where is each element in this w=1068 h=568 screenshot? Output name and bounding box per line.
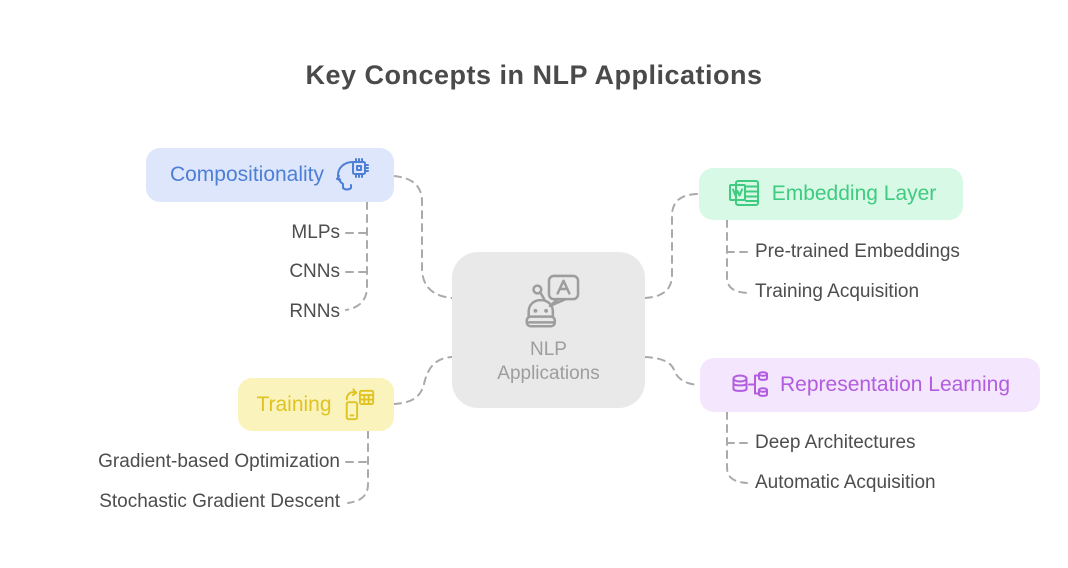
connector-training-center	[393, 356, 453, 405]
node-compositionality: Compositionality	[146, 148, 394, 202]
node-training: Training	[238, 378, 394, 431]
connector-embedding-children	[726, 219, 748, 294]
child-item-stochastic-gradient-descent: Stochastic Gradient Descent	[99, 491, 340, 512]
device-sync-icon	[342, 387, 376, 422]
child-item-rnns: RNNs	[289, 301, 340, 322]
connector-compositionality-children	[345, 201, 368, 311]
child-item-deep-architectures: Deep Architectures	[755, 432, 916, 453]
node-label-nlp-applications: NLP Applications	[497, 339, 600, 384]
node-embedding-layer: Embedding Layer	[699, 168, 963, 220]
head-chip-icon	[334, 157, 370, 193]
child-item-training-acquisition: Training Acquisition	[755, 281, 920, 302]
node-label-representation-learning: Representation Learning	[780, 373, 1010, 396]
node-nlp-applications: NLP Applications	[452, 252, 645, 408]
connector-representation-children	[726, 411, 748, 484]
child-item-mlps: MLPs	[291, 222, 340, 243]
node-label-training: Training	[256, 392, 332, 416]
connector-training-children	[347, 430, 369, 504]
diagram-title: Key Concepts in NLP Applications	[305, 60, 763, 90]
database-flow-icon	[730, 368, 770, 402]
node-label-embedding-layer: Embedding Layer	[771, 182, 937, 205]
connector-center-embedding	[644, 193, 700, 299]
connector-center-representation	[644, 356, 700, 386]
child-item-gradient-based-optimization: Gradient-based Optimization	[98, 451, 340, 472]
child-item-pretrained-embeddings: Pre-trained Embeddings	[755, 241, 960, 262]
node-representation-learning: Representation Learning	[700, 358, 1040, 412]
child-item-cnns: CNNs	[289, 261, 340, 282]
connector-compositionality-center	[393, 175, 453, 299]
robot-chat-icon	[514, 274, 584, 334]
word-document-icon	[726, 176, 762, 212]
node-label-compositionality: Compositionality	[169, 163, 325, 186]
child-item-automatic-acquisition: Automatic Acquisition	[755, 472, 936, 493]
